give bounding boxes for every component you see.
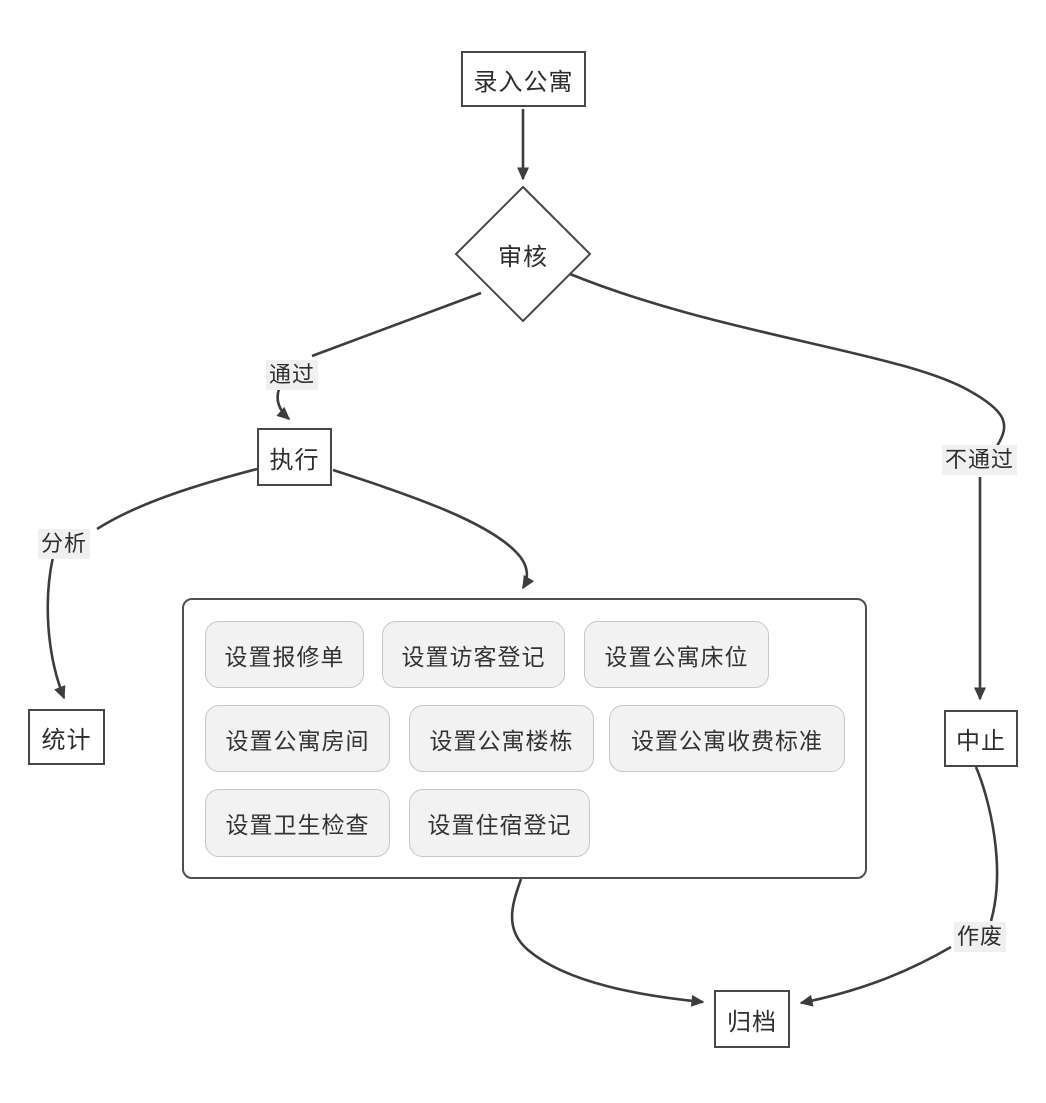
edge-pass-label-to-execute <box>276 388 291 420</box>
task-button-visitor-register[interactable]: 设置访客登记 <box>382 621 565 688</box>
task-button-label: 设置卫生检查 <box>225 812 370 838</box>
edge-label-void: 作废 <box>954 922 1007 952</box>
node-stats-label: 统计 <box>41 726 92 754</box>
node-execute-label: 执行 <box>269 446 320 474</box>
edge-execute-to-group <box>332 468 535 590</box>
edge-review-to-fail-label <box>569 272 1006 447</box>
node-start-label: 录入公寓 <box>473 68 574 96</box>
node-start[interactable]: 录入公寓 <box>461 51 586 107</box>
task-button-label: 设置公寓房间 <box>225 727 370 754</box>
task-button-lodging-register[interactable]: 设置住宿登记 <box>409 789 590 857</box>
node-archive-label: 归档 <box>727 1008 777 1036</box>
node-review[interactable]: 审核 <box>454 185 592 323</box>
task-button-label: 设置公寓楼栋 <box>429 727 574 754</box>
node-stats[interactable]: 统计 <box>28 709 105 765</box>
node-abort-label: 中止 <box>956 728 1006 755</box>
node-archive[interactable]: 归档 <box>714 990 790 1048</box>
edge-analyze-label-to-stats <box>46 556 66 700</box>
task-button-apartment-bed[interactable]: 设置公寓床位 <box>584 621 769 688</box>
task-button-label: 设置公寓床位 <box>604 643 749 670</box>
edge-group-to-archive <box>510 878 705 1007</box>
edge-execute-to-analyze-label <box>96 467 258 531</box>
task-button-fee-standard[interactable]: 设置公寓收费标准 <box>609 705 845 772</box>
task-button-apartment-room[interactable]: 设置公寓房间 <box>205 705 390 772</box>
task-button-repair-order[interactable]: 设置报修单 <box>205 621 364 688</box>
task-group-container: 设置报修单 设置访客登记 设置公寓床位 设置公寓房间 设置公寓楼栋 设置公寓收费… <box>182 598 867 879</box>
edge-review-to-pass-label <box>311 291 482 358</box>
edge-void-label-to-archive <box>799 945 952 1007</box>
task-button-hygiene-check[interactable]: 设置卫生检查 <box>205 789 390 857</box>
node-execute[interactable]: 执行 <box>257 428 332 486</box>
task-button-apartment-building[interactable]: 设置公寓楼栋 <box>409 705 594 772</box>
edge-abort-to-void-label <box>974 766 999 922</box>
diamond-shape <box>454 185 592 323</box>
task-button-label: 设置住宿登记 <box>427 812 572 838</box>
edge-label-fail: 不通过 <box>942 445 1018 475</box>
task-button-label: 设置报修单 <box>224 643 345 670</box>
task-button-label: 设置访客登记 <box>401 643 546 670</box>
edge-label-pass: 通过 <box>266 360 319 390</box>
node-abort[interactable]: 中止 <box>944 710 1018 767</box>
node-review-label: 审核 <box>498 243 548 271</box>
edge-label-analyze: 分析 <box>38 529 91 559</box>
task-button-label: 设置公寓收费标准 <box>631 727 823 754</box>
